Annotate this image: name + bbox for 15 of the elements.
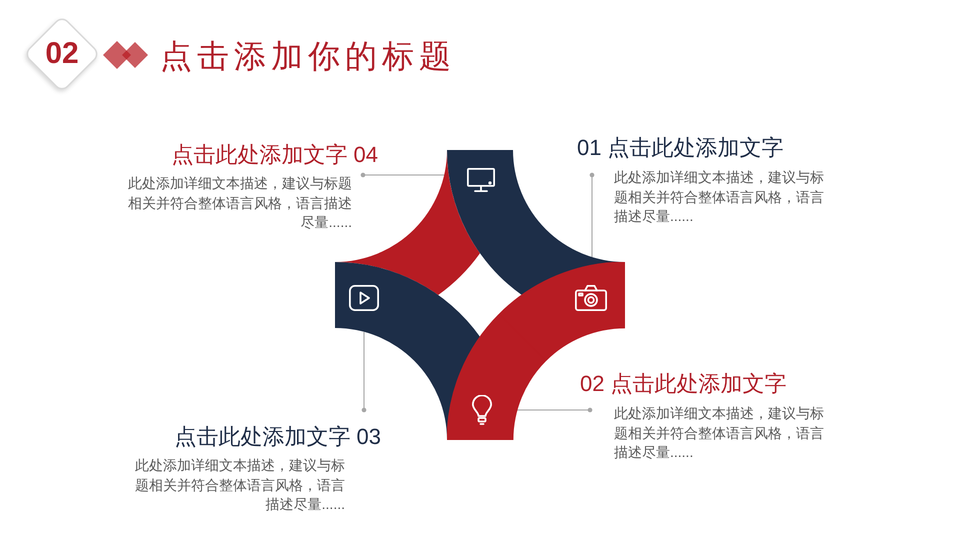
description: 此处添加详细文本描述，建议与标题相关并符合整体语言风格，语言描述尽量...... [614, 168, 825, 226]
arc-segment [447, 314, 546, 440]
heading: 01 点击此处添加文字 [577, 135, 784, 160]
heading: 点击此处添加文字 04 [171, 142, 378, 167]
description: 此处添加详细文本描述，建议与标题相关并符合整体语言风格，语言描述尽量...... [134, 456, 345, 514]
heading: 02 点击此处添加文字 [580, 371, 787, 396]
description: 此处添加详细文本描述，建议与标题相关并符合整体语言风格，语言描述尽量...... [127, 174, 352, 232]
section-number: 02 [45, 37, 79, 71]
description: 此处添加详细文本描述，建议与标题相关并符合整体语言风格，语言描述尽量...... [614, 404, 825, 462]
title: 点击添加你的标题 [160, 37, 456, 76]
arc-segment [499, 262, 625, 361]
heading: 点击此处添加文字 03 [174, 424, 381, 449]
leader-line [516, 408, 592, 412]
leader-line [362, 332, 366, 412]
leader-line [360, 172, 450, 178]
